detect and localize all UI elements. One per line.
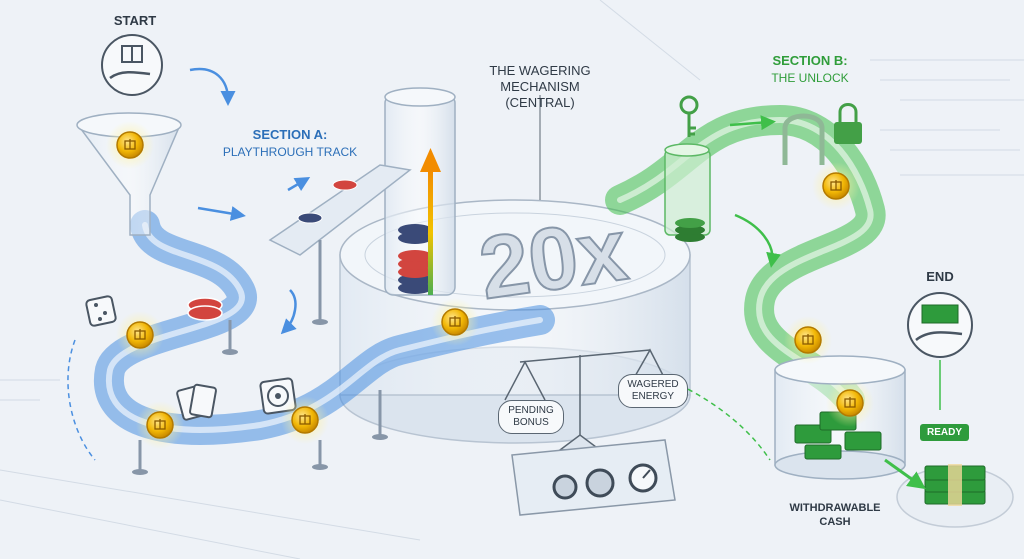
gift-coin-icon <box>812 162 860 210</box>
multiplier-glyph: 20x <box>474 199 633 317</box>
withdrawable-cash-line1: WITHDRAWABLE <box>789 502 881 514</box>
withdrawable-cash-line2: CASH <box>819 516 851 528</box>
mechanism-title-line3: (CENTRAL) <box>505 95 575 110</box>
poker-chip-icon <box>297 179 358 224</box>
section-a-subtitle: PLAYTHROUGH TRACK <box>222 145 358 159</box>
section-a-title: SECTION A: <box>252 127 328 142</box>
pending-bonus-line2: BONUS <box>513 417 549 428</box>
section-b-title: SECTION B: <box>772 53 848 68</box>
gift-coin-icon <box>106 121 154 169</box>
start-label: START <box>113 13 157 28</box>
ready-badge: READY <box>920 424 970 441</box>
mechanism-title-line1: THE WAGERING <box>489 63 591 78</box>
poker-chip-icon <box>675 218 705 242</box>
gauge-icon <box>628 463 658 493</box>
control-box <box>511 439 676 516</box>
gift-coin-icon <box>431 298 479 346</box>
wagered-energy-line2: ENERGY <box>631 391 675 402</box>
playthrough-track <box>93 210 555 475</box>
unlock-track <box>605 104 886 415</box>
gift-coin-icon <box>784 316 832 364</box>
gift-coin-icon <box>116 311 164 359</box>
entry-ramp <box>268 164 412 325</box>
gift-coin-icon <box>826 379 874 427</box>
key-icon <box>679 95 699 137</box>
pending-bonus-tag: PENDING BONUS <box>498 400 564 434</box>
mechanism-title-line2: MECHANISM <box>500 79 580 94</box>
wagered-energy-line1: WAGERED <box>627 379 679 390</box>
gift-coin-icon <box>136 401 184 449</box>
cash-hand-icon <box>907 292 973 358</box>
playing-cards-icon <box>176 383 217 421</box>
withdrawable-cash-stack <box>884 458 1014 528</box>
wagered-energy-tag: WAGERED ENERGY <box>618 374 688 408</box>
poker-chip-icon <box>398 224 432 294</box>
dice-icon <box>85 295 117 327</box>
wagering-tube <box>384 87 456 296</box>
padlock-icon <box>834 103 862 144</box>
gift-hand-icon <box>101 34 163 96</box>
gears-icon <box>552 468 615 500</box>
pending-bonus-line1: PENDING <box>508 405 554 416</box>
poker-chip-icon <box>187 297 223 321</box>
end-label: END <box>926 269 954 284</box>
progress-arrow-shaft <box>428 170 433 295</box>
flow-arrows <box>189 67 311 335</box>
progress-arrow-head <box>420 148 441 172</box>
section-b-subtitle: THE UNLOCK <box>771 71 849 85</box>
gift-coin-icon <box>106 121 874 449</box>
gift-coin-icon <box>281 396 329 444</box>
